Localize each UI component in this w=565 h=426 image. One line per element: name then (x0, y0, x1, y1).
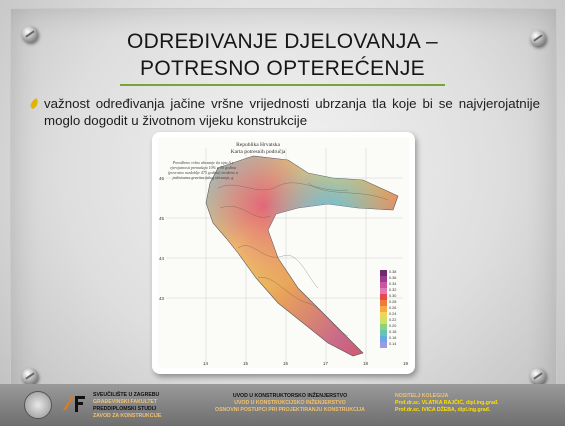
screw-icon (530, 368, 546, 384)
legend-label: 0.36 (389, 276, 397, 280)
university-seal-icon (24, 391, 52, 419)
footer-left: SVEUČILIŠTE U ZAGREBU GRAĐEVINSKI FAKULT… (93, 392, 161, 420)
legend-label: 0.16 (389, 336, 397, 340)
lon-label: 19 (403, 361, 409, 366)
legend-label: 0.38 (389, 270, 397, 274)
legend-label: 0.30 (389, 294, 397, 298)
map-title-line2: Karta potresnih područja (230, 148, 286, 155)
screw-icon (530, 30, 546, 46)
footer-right: NOSITELJ KOLEGIJA Prof.dr.sc. VLATKA RAJ… (395, 393, 498, 414)
legend-label: 0.34 (389, 282, 397, 286)
legend-label: 0.24 (389, 312, 397, 316)
map-title: Republika Hrvatska Karta potresnih podru… (228, 142, 288, 155)
legend-label: 0.28 (389, 300, 397, 304)
legend-label: 0.14 (389, 342, 397, 346)
footer-course: UVOD U KONSTRUKTORSKO INŽENJERSTVO (232, 393, 348, 399)
footer-lecture: OSNOVNI POSTUPCI PRI PROJEKTIRANJU KONST… (215, 407, 365, 413)
slide-title-line1: ODREĐIVANJE DJELOVANJA – (126, 30, 438, 53)
title-underline (120, 84, 445, 86)
footer-course-alt: UVOD U KONSTRUKCIJSKO INŽENJERSTVO (234, 400, 346, 406)
legend-label: 0.32 (389, 288, 397, 292)
lat-label: 44 (159, 256, 165, 261)
lat-label: 46 (159, 176, 165, 181)
bullet-icon (30, 98, 38, 109)
footer-university: SVEUČILIŠTE U ZAGREBU (93, 392, 160, 398)
legend-label: 0.20 (389, 324, 397, 328)
footer-department: ZAVOD ZA KONSTRUKCIJE (93, 413, 162, 419)
footer-course-holder: NOSITELJ KOLEGIJA (395, 393, 449, 399)
footer-faculty: GRAĐEVINSKI FAKULTET (93, 399, 158, 405)
map-title-line1: Republika Hrvatska (236, 142, 280, 148)
footer-professor-2: Prof.dr.sc. IVICA DŽEBA, dipl.ing.građ. (395, 407, 491, 413)
slide-footer (0, 384, 565, 426)
screw-icon (22, 26, 38, 42)
bullet-text: važnost određivanja jačine vršne vrijedn… (44, 96, 540, 128)
seismic-map-graphic (166, 148, 403, 363)
slide-title: ODREĐIVANJE DJELOVANJA – POTRESNO OPTERE… (70, 28, 495, 82)
lon-label: 14 (203, 361, 209, 366)
slide-title-line2: POTRESNO OPTEREĆENJE (140, 57, 425, 80)
footer-professor-1: Prof.dr.sc. VLATKA RAJČIĆ, dipl.ing.građ… (395, 400, 499, 406)
lon-label: 17 (323, 361, 329, 366)
seismic-map-card: Republika Hrvatska Karta potresnih podru… (152, 132, 415, 374)
footer-center: UVOD U KONSTRUKTORSKO INŽENJERSTVO UVOD … (205, 393, 375, 414)
lat-label: 43 (159, 296, 165, 301)
legend-label: 0.18 (389, 330, 397, 334)
lon-label: 16 (283, 361, 289, 366)
seismic-map: Republika Hrvatska Karta potresnih podru… (158, 138, 409, 368)
legend-label: 0.22 (389, 318, 397, 322)
legend-label: 0.26 (389, 306, 397, 310)
map-note: Poredbeno vršno ubrzanje tla tipa A s vj… (168, 160, 238, 180)
screw-icon (22, 368, 38, 384)
lon-label: 18 (363, 361, 369, 366)
footer-study: PREDDIPLOMSKI STUDIJ (93, 406, 157, 412)
bullet-item: važnost određivanja jačine vršne vrijedn… (30, 95, 540, 129)
faculty-logo-icon (63, 396, 85, 412)
lat-label: 45 (159, 216, 165, 221)
lon-label: 15 (243, 361, 249, 366)
